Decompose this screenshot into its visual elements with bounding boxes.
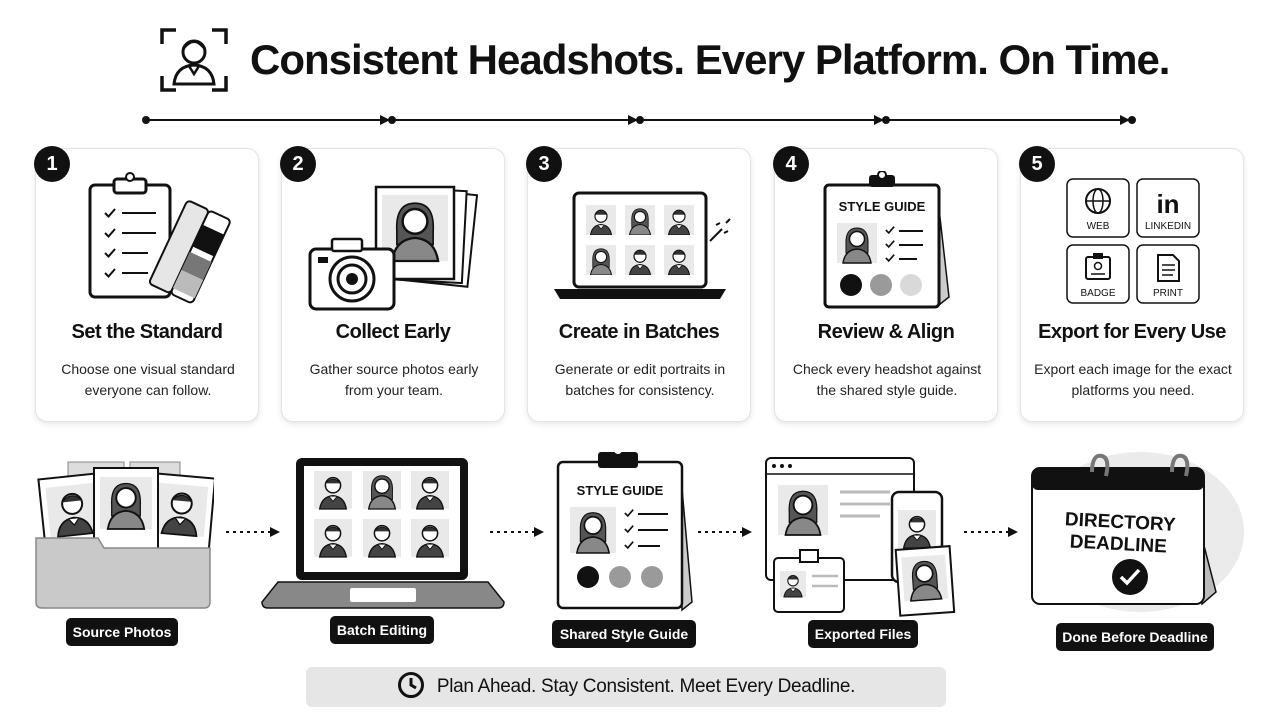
step-description: Choose one visual standard everyone can … xyxy=(61,361,235,398)
footer-text: Plan Ahead. Stay Consistent. Meet Every … xyxy=(436,676,856,697)
flow-label: Shared Style Guide xyxy=(552,620,696,648)
step-number-badge: 4 xyxy=(773,146,809,182)
dotted-arrow-icon xyxy=(962,524,1022,540)
dotted-arrow-icon xyxy=(696,524,756,540)
calendar-text-line-2: DEADLINE xyxy=(1069,531,1167,557)
step-card-1: 1 Set the Standard Choose one visual sta… xyxy=(34,146,259,422)
exported-files-icon xyxy=(760,452,960,622)
headshot-frame-icon xyxy=(158,26,230,94)
photo-folder-icon xyxy=(34,452,217,622)
tile-label-web: WEB xyxy=(1087,221,1110,232)
flow-label: Done Before Deadline xyxy=(1056,623,1214,651)
flow-label: Source Photos xyxy=(66,618,178,646)
step-card-3: 3 Create in Batches Generate or edit por… xyxy=(526,146,751,422)
step-description: Gather source photos early from your tea… xyxy=(309,361,479,398)
step-number-badge: 5 xyxy=(1019,146,1055,182)
timeline xyxy=(140,110,1140,130)
step-number-badge: 1 xyxy=(34,146,70,182)
flow-label: Exported Files xyxy=(808,620,918,648)
step-description: Check every headshot against the shared … xyxy=(792,361,982,398)
footer-banner: Plan Ahead. Stay Consistent. Meet Every … xyxy=(306,667,946,707)
page-title: Consistent Headshots. Every Platform. On… xyxy=(250,36,1170,83)
tile-label-print: PRINT xyxy=(1153,288,1183,299)
laptop-editing-icon xyxy=(258,452,508,622)
style-guide-heading: STYLE GUIDE xyxy=(839,199,926,214)
style-guide-board-icon: STYLE GUIDE xyxy=(552,444,702,622)
header: Consistent Headshots. Every Platform. On… xyxy=(0,22,1280,98)
tile-label-badge: BADGE xyxy=(1080,288,1115,299)
clock-icon xyxy=(397,671,425,704)
flow-label: Batch Editing xyxy=(330,616,434,644)
camera-photos-icon xyxy=(294,171,494,311)
tile-label-linkedin: LINKEDIN xyxy=(1145,221,1191,232)
step-card-4: 4 STYLE GUIDE Review & Align Check every… xyxy=(773,146,998,422)
export-tiles-icon: WEB in LINKEDIN BADGE PRINT xyxy=(1033,171,1233,311)
laptop-grid-icon xyxy=(540,171,740,311)
step-number-badge: 3 xyxy=(526,146,562,182)
step-title: Collect Early xyxy=(335,321,451,343)
step-card-5: 5 WEB in LINKEDIN BADGE PRINT Export for… xyxy=(1019,146,1244,422)
clipboard-swatches-icon xyxy=(48,171,248,311)
step-description: Generate or edit portraits in batches fo… xyxy=(554,361,726,398)
step-title: Create in Batches xyxy=(558,321,720,343)
deadline-calendar-icon: DIRECTORY DEADLINE xyxy=(1026,452,1248,622)
step-title: Set the Standard xyxy=(71,321,223,343)
step-title: Export for Every Use xyxy=(1038,321,1226,343)
dotted-arrow-icon xyxy=(224,524,284,540)
linkedin-icon: in xyxy=(1156,189,1179,219)
step-title: Review & Align xyxy=(817,321,955,343)
style-guide-heading: STYLE GUIDE xyxy=(577,483,664,498)
step-card-2: 2 Collect Early Gather source photos ear… xyxy=(280,146,505,422)
step-number-badge: 2 xyxy=(280,146,316,182)
dotted-arrow-icon xyxy=(488,524,548,540)
style-guide-icon: STYLE GUIDE xyxy=(787,170,987,311)
step-description: Export each image for the exact platform… xyxy=(1034,361,1232,398)
